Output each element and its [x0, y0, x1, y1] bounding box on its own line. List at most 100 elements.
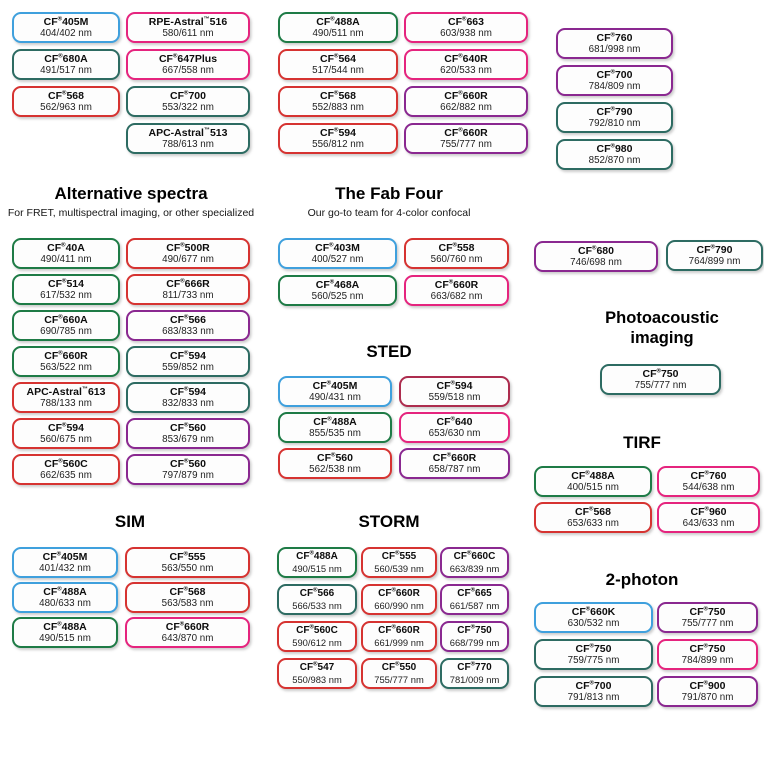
section-subtitle: Our go-to team for 4-color confocal — [307, 206, 471, 219]
dye-name: CF®750 — [575, 642, 612, 655]
dye-name: CF®560 — [170, 457, 206, 470]
dye-wavelengths: 401/432 nm — [39, 562, 91, 574]
dye-wavelengths: 663/682 nm — [430, 290, 483, 302]
dye-name: APC-Astral™613 — [26, 385, 106, 398]
section-title: 2-photon — [605, 570, 679, 589]
dye-wavelengths: 617/532 nm — [40, 289, 92, 301]
dye-name: CF®403M — [315, 241, 360, 254]
dye-name: CF®560 — [317, 451, 353, 464]
dye-name: CF®500R — [166, 241, 210, 254]
dye-wavelengths: 658/787 nm — [428, 463, 481, 475]
dye-wavelengths: 662/882 nm — [440, 101, 492, 113]
dye-name: CF®660C — [453, 550, 496, 563]
dye-name: CF®663 — [448, 15, 484, 28]
dye-name: CF®488A — [316, 15, 360, 28]
dye-name: CF®568 — [575, 505, 611, 518]
dye-name: CF®660R — [444, 126, 488, 139]
dye-name: CF®680 — [578, 244, 614, 257]
dye-wavelengths: 552/883 nm — [312, 101, 364, 113]
dye-name: CF®405M — [42, 550, 88, 563]
dye-name: CF®750 — [689, 605, 726, 618]
section-title: Photoacoustic imaging — [605, 309, 719, 348]
dye-wavelengths: 764/899 nm — [688, 255, 741, 267]
dye-wavelengths: 590/612 nm — [292, 636, 342, 648]
dye-name: CF®594 — [170, 385, 206, 398]
dye-name: CF®790 — [596, 105, 633, 118]
dye-name: CF®640R — [444, 52, 488, 65]
dye-wavelengths: 755/777 nm — [634, 379, 687, 391]
dye-name: CF®566 — [299, 587, 335, 600]
dye-wavelengths: 553/322 nm — [162, 101, 214, 113]
section-title: SIM — [114, 512, 146, 531]
dye-name: RPE-Astral™516 — [148, 15, 228, 28]
dye-wavelengths: 653/633 nm — [567, 517, 619, 529]
dye-wavelengths: 560/760 nm — [430, 253, 483, 265]
dye-name: CF®550 — [381, 661, 417, 674]
dye-wavelengths: 562/963 nm — [40, 101, 92, 113]
dye-wavelengths: 643/870 nm — [161, 632, 214, 644]
dye-name: CF®594 — [170, 349, 206, 362]
dye-name: CF®564 — [320, 52, 356, 65]
dye-name: CF®700 — [575, 679, 612, 692]
dye-wavelengths: 759/775 nm — [567, 654, 620, 666]
dye-name: CF®660R — [44, 349, 88, 362]
dye-name: CF®900 — [689, 679, 726, 692]
section-header-photoacoustic: Photoacoustic imaging — [580, 308, 744, 348]
dye-wavelengths: 660/990 nm — [374, 599, 424, 611]
section-header-fab-four: The Fab Four Our go-to team for 4-color … — [264, 184, 514, 219]
dye-wavelengths: 791/813 nm — [567, 691, 620, 703]
dye-name: CF®790 — [696, 243, 733, 256]
dye-wavelengths: 784/809 nm — [588, 80, 641, 92]
section-title: STORM — [358, 512, 420, 531]
dye-name: CF®700 — [170, 89, 206, 102]
dye-name: CF®558 — [438, 241, 475, 254]
section-header-sim: SIM — [2, 512, 258, 533]
dye-name: CF®488A — [43, 620, 87, 633]
dye-wavelengths: 563/550 nm — [161, 562, 214, 574]
dye-name: CF®488A — [571, 469, 615, 482]
dye-wavelengths: 580/611 nm — [162, 27, 214, 39]
dye-wavelengths: 643/633 nm — [682, 517, 735, 529]
dye-wavelengths: 832/833 nm — [162, 397, 214, 409]
dye-name: CF®660R — [378, 624, 420, 637]
dye-name: CF®640 — [436, 415, 473, 428]
dye-wavelengths: 792/810 nm — [588, 117, 641, 129]
dye-name: CF®960 — [690, 505, 727, 518]
section-title: TIRF — [623, 433, 661, 452]
dye-name: CF®660R — [444, 89, 488, 102]
